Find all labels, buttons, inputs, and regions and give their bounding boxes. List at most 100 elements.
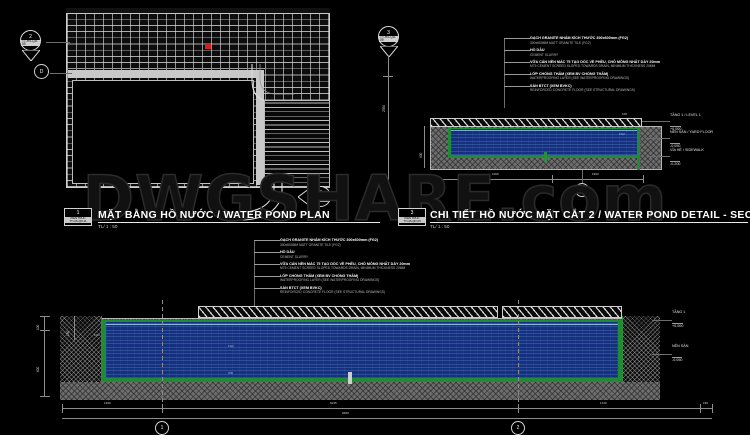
section-a-dim-tick-m: [552, 175, 553, 183]
plan-title-scale: TL/ 1 : 50: [98, 224, 118, 229]
spec-leader-line: [254, 275, 280, 277]
section-a-dim-1: 1000: [492, 172, 499, 176]
spec-row: LỚP CHỐNG THẤM (XEM BV CHỐNG THẤM) WATER…: [254, 273, 410, 283]
section-b-grid-line-1: [162, 300, 163, 410]
section-b-bottom-slab: [60, 382, 660, 400]
section-a-level-3: VỈA HÈ / SIDEWALK -0.200: [670, 148, 704, 170]
level-b-value-1: +0.000: [672, 322, 684, 328]
section-a-water-surface: [451, 130, 637, 131]
spec-leader-line: [254, 263, 280, 265]
level-label-3: VỈA HÈ / SIDEWALK: [670, 148, 704, 152]
section-b-drain-post: [348, 372, 352, 384]
section-b-grid-line-2: [518, 300, 519, 410]
plan-grid-leader-1: [46, 42, 70, 43]
section-a-wall-dim: 100: [622, 112, 628, 116]
plan-dim-value-2: 900: [419, 152, 423, 158]
spec2-vn-0: GẠCH GRANITE NHÁM KÍCH THƯỚC 300x600mm (…: [280, 238, 378, 242]
section-b-wb-label: WB: [228, 371, 233, 375]
section-b-dim-tick-e: [712, 404, 713, 413]
spec-vn-2: VỮA CÁN NỀN MÁC 75 TẠO DỐC VỀ PHỄU, CHỖ …: [530, 59, 661, 64]
spec-leader-line: [504, 73, 530, 75]
section-a-level-2-leader: [645, 138, 670, 139]
level-value-2: -0.050: [670, 142, 681, 148]
grid-bubble-b1-label: 1: [160, 425, 164, 431]
spec-en-3: WATERPROOFING LAYER (SEE WATERPROOFING D…: [530, 76, 630, 81]
section-marker-ref-b: TT-HS-QD-09: [311, 195, 330, 203]
spec2-vn-3: LỚP CHỐNG THẤM (XEM BV CHỐNG THẤM): [280, 273, 359, 278]
section-b-level-2: NỀN SÂN -0.050: [672, 344, 688, 366]
spec-row: VỮA CÁN NỀN MÁC 75 TẠO DỐC VỀ PHỄU, CHỖ …: [504, 59, 661, 69]
spec2-en-1: CEMENT SLURRY: [280, 254, 309, 259]
spec-row: HỒ DẦU CEMENT SLURRY: [254, 250, 410, 259]
plan-bottom-curve: [240, 178, 283, 221]
spec2-en-3: WATERPROOFING LAYER (SEE WATERPROOFING D…: [280, 278, 380, 283]
section-a-grid-stem: [582, 170, 583, 184]
section-a-level-1-leader: [642, 121, 670, 122]
section-b-dim-tick-b: [162, 404, 163, 413]
level-b-value-2: -0.050: [672, 356, 683, 362]
section-b-level-1-leader: [652, 320, 672, 321]
spec2-en-0: 300x600MM MATT GRANITE TILE (FG2): [280, 242, 341, 247]
spec-lower-spine: [254, 240, 255, 310]
section-b-tag-code-1: KIEN TRUC: [399, 216, 425, 220]
section-b-left-dim-v2: 600: [36, 366, 40, 372]
spec-upper-spine: [504, 38, 505, 108]
plan-inner-void: [72, 80, 254, 184]
spec-leader-line: [254, 251, 280, 253]
plan-walkway-line-top: [68, 68, 266, 69]
section-b-title-text: CHI TIẾT HỒ NƯỚC MẶT CẮT 2 / WATER POND …: [430, 209, 750, 221]
section-b-title-underline: [430, 222, 748, 223]
section-b-fg2-left: FG2: [94, 333, 100, 337]
grid-bubble-plan-left[interactable]: D: [34, 64, 49, 79]
plan-tag-code-2: TT-HS-QD-11: [65, 219, 91, 223]
level-label-2: NỀN SÂN / YARD FLOOR: [670, 130, 714, 134]
section-a-dim-tick-l: [432, 175, 433, 183]
section-a-level-3-leader: [648, 156, 670, 157]
section-b-dim-tick-c: [518, 404, 519, 413]
plan-right-dim2-line: [424, 126, 425, 168]
section-b-title-tag[interactable]: 3 KIEN TRUC TT-HS-QD-09: [398, 208, 426, 226]
section-b-dim-1: 1200: [104, 401, 111, 405]
section-a-water-body: [451, 129, 637, 155]
spec-callout-upper: GẠCH GRANITE NHÁM KÍCH THƯỚC 300x600mm (…: [504, 36, 661, 94]
spec-leader-line: [504, 38, 530, 39]
spec-vn-3: LỚP CHỐNG THẤM (XEM BV CHỐNG THẤM): [530, 71, 609, 76]
level-value-3: -0.200: [670, 160, 681, 166]
section-marker-arrow-bottom: [298, 188, 310, 206]
grid-bubble-label-a: D: [580, 187, 584, 193]
spec2-vn-4: SÀN BTCT (XEM BVKC): [280, 285, 322, 290]
plan-tag-code-1: KIEN TRUC: [65, 216, 91, 220]
plan-right-coping-strip: [256, 70, 264, 185]
spec-en-1: CEMENT SLURRY: [530, 52, 559, 57]
section-marker-number-b: 3: [319, 189, 322, 196]
section-b-dim-tick-d: [700, 404, 701, 413]
plan-title-tag[interactable]: 1 KIEN TRUC TT-HS-QD-11: [64, 208, 92, 226]
spec-row: LỚP CHỐNG THẤM (XEM BV CHỐNG THẤM) WATER…: [504, 71, 660, 81]
plan-dim-value-1: 2350: [382, 104, 386, 112]
plan-title-text: MẶT BẰNG HỒ NƯỚC / WATER POND PLAN: [98, 209, 330, 221]
section-b-water-surface-line: [106, 324, 618, 325]
grid-bubble-section-b-1[interactable]: 1: [155, 421, 169, 435]
grid-bubble-b2-label: 2: [516, 425, 520, 431]
section-marker-arrow-right: [380, 46, 398, 57]
section-b-level-1: TẦNG 1 +0.000: [672, 310, 685, 332]
spec-row: SÀN BTCT (XEM BVKC) REINFORCED CONCRETE …: [254, 285, 410, 295]
level-b-label-1: TẦNG 1: [672, 310, 686, 314]
section-b-left-dim-tick-1: [40, 316, 50, 317]
section-b-left-dim-v1: 100: [36, 324, 40, 330]
section-b-tag-code-2: TT-HS-QD-09: [399, 219, 425, 223]
spec-row: HỒ DẦU CEMENT SLURRY: [504, 48, 660, 57]
spec-leader-line: [254, 240, 280, 241]
section-b-tag-number: 3: [410, 210, 414, 217]
section-b-left-dim-v3: 150: [66, 330, 70, 336]
grid-bubble-section-a[interactable]: D: [575, 183, 589, 197]
section-a-right-wall-wp: [637, 118, 640, 170]
spec-en-2: M75 CEMENT SCREED SLOPED TOWARDS DRAIN, …: [530, 64, 656, 69]
plan-right-dim-line: [388, 56, 389, 208]
section-b-dim-2: 6235: [330, 401, 337, 405]
section-a-dim-line: [432, 179, 644, 180]
spec-row: VỮA CÁN NỀN MÁC 75 TẠO DỐC VỀ PHỄU, CHỖ …: [254, 262, 410, 271]
grid-bubble-section-b-2[interactable]: 2: [511, 421, 525, 435]
section-marker-number-r: 3: [387, 29, 390, 36]
spec-vn-4: SÀN BTCT (XEM BVKC): [530, 83, 572, 88]
